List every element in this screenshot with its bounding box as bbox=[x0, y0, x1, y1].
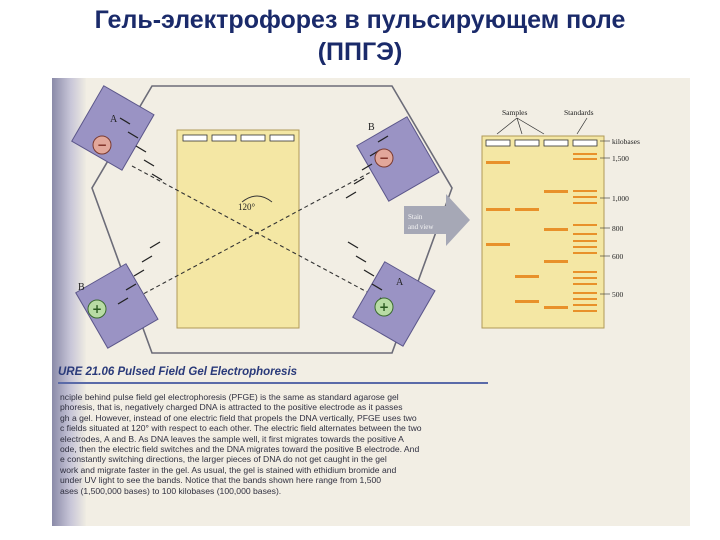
charge-positive-a: + bbox=[379, 300, 389, 314]
caption-line: nciple behind pulse field gel electropho… bbox=[60, 392, 399, 402]
band bbox=[573, 292, 597, 294]
band bbox=[515, 300, 539, 303]
gel-wells bbox=[182, 134, 295, 142]
electrode-b-top bbox=[356, 116, 440, 202]
well bbox=[240, 134, 266, 142]
label-a-bottom: A bbox=[396, 277, 404, 288]
book-spine-shadow bbox=[52, 78, 86, 526]
size-label-1500: 1,500 bbox=[612, 154, 629, 163]
band bbox=[544, 190, 568, 193]
positive-terminal-a bbox=[374, 297, 394, 317]
stain-arrow bbox=[404, 194, 470, 246]
band bbox=[573, 252, 597, 254]
charge-positive-b: + bbox=[92, 302, 102, 316]
figure-photo: A B B A − − + + 120° Stain and view Samp… bbox=[52, 78, 690, 526]
size-label-800: 800 bbox=[612, 224, 624, 233]
slide-title: Гель-электрофорез в пульсирующем поле (П… bbox=[0, 4, 720, 68]
gel-slab bbox=[176, 129, 300, 329]
caption-line: electrodes, A and B. As DNA leaves the s… bbox=[60, 433, 404, 444]
well bbox=[514, 139, 540, 147]
band bbox=[573, 190, 597, 192]
pfge-diagram: A B B A − − + + 120° Stain and view Samp… bbox=[71, 85, 640, 354]
size-label-600: 600 bbox=[612, 252, 624, 261]
band bbox=[573, 283, 597, 285]
figure-heading-rule bbox=[58, 382, 488, 384]
band bbox=[544, 260, 568, 263]
caption-line: e constantly switching directions, the l… bbox=[60, 454, 387, 465]
band bbox=[486, 208, 510, 211]
band bbox=[544, 228, 568, 231]
band bbox=[573, 246, 597, 248]
figure-caption: nciple behind pulse field gel electropho… bbox=[60, 392, 510, 496]
well bbox=[211, 134, 237, 142]
negative-terminal-b bbox=[374, 148, 394, 168]
band bbox=[573, 304, 597, 306]
size-tick-lines bbox=[600, 140, 610, 295]
electrode-b-bottom bbox=[75, 263, 159, 349]
band bbox=[486, 243, 510, 246]
slide-title-line-1: Гель-электрофорез в пульсирующем поле bbox=[94, 6, 626, 34]
size-label-500: 500 bbox=[612, 290, 624, 299]
chamber-outline bbox=[91, 85, 453, 354]
label-a-top: A bbox=[110, 114, 118, 125]
band bbox=[573, 233, 597, 235]
well bbox=[543, 139, 569, 147]
charge-negative-a: − bbox=[97, 138, 107, 152]
electrode-a-top bbox=[71, 85, 155, 171]
band bbox=[573, 240, 597, 242]
caption-line: ode, then the electric field switches an… bbox=[60, 444, 420, 455]
samples-label: Samples bbox=[502, 108, 527, 117]
caption-line: c fields situated at 120° with respect t… bbox=[60, 423, 422, 434]
negative-terminal-a bbox=[92, 135, 112, 155]
caption-line: gh a gel. However, instead of one electr… bbox=[60, 412, 417, 423]
arrow-label-line-1: Stain bbox=[408, 213, 423, 221]
band bbox=[573, 158, 597, 160]
band bbox=[515, 208, 539, 211]
band bbox=[573, 224, 597, 226]
band bbox=[573, 202, 597, 204]
arrow-label-line-2: and view bbox=[408, 223, 434, 231]
size-label-kilobases: kilobases bbox=[612, 137, 640, 146]
band bbox=[573, 271, 597, 273]
well bbox=[572, 139, 598, 147]
size-label-1000: 1,000 bbox=[612, 194, 629, 203]
slide-title-line-2: (ППГЭ) bbox=[317, 38, 403, 66]
band bbox=[573, 277, 597, 279]
band bbox=[515, 275, 539, 278]
electrode-pins bbox=[117, 117, 391, 305]
caption-line: work and migrate faster in the gel. As u… bbox=[60, 464, 397, 475]
band bbox=[573, 298, 597, 300]
band bbox=[486, 161, 510, 164]
stained-gel-wells bbox=[485, 139, 598, 147]
angle-arc bbox=[241, 195, 273, 203]
band bbox=[573, 310, 597, 312]
well bbox=[182, 134, 208, 142]
stained-gel bbox=[481, 135, 605, 329]
caption-line: under UV light to see the bands. Notice … bbox=[60, 475, 382, 486]
label-b-top: B bbox=[368, 122, 375, 133]
caption-line: ases (1,500,000 bases) to 100 kilobases … bbox=[60, 485, 282, 496]
figure-heading: URE 21.06 Pulsed Field Gel Electrophores… bbox=[58, 366, 298, 378]
electrode-a-bottom bbox=[352, 261, 436, 347]
positive-terminal-b bbox=[87, 299, 107, 319]
well bbox=[269, 134, 295, 142]
bands bbox=[486, 153, 597, 312]
label-b-bottom: B bbox=[78, 282, 85, 293]
band bbox=[544, 306, 568, 309]
angle-label: 120° bbox=[238, 202, 256, 212]
charge-negative-b: − bbox=[379, 151, 389, 165]
caption-line: phoresis, that is, negatively charged DN… bbox=[60, 402, 403, 413]
band bbox=[573, 153, 597, 155]
field-line bbox=[131, 165, 383, 301]
column-pointer bbox=[496, 117, 588, 135]
standards-label: Standards bbox=[564, 108, 594, 117]
band bbox=[573, 196, 597, 198]
well bbox=[485, 139, 511, 147]
